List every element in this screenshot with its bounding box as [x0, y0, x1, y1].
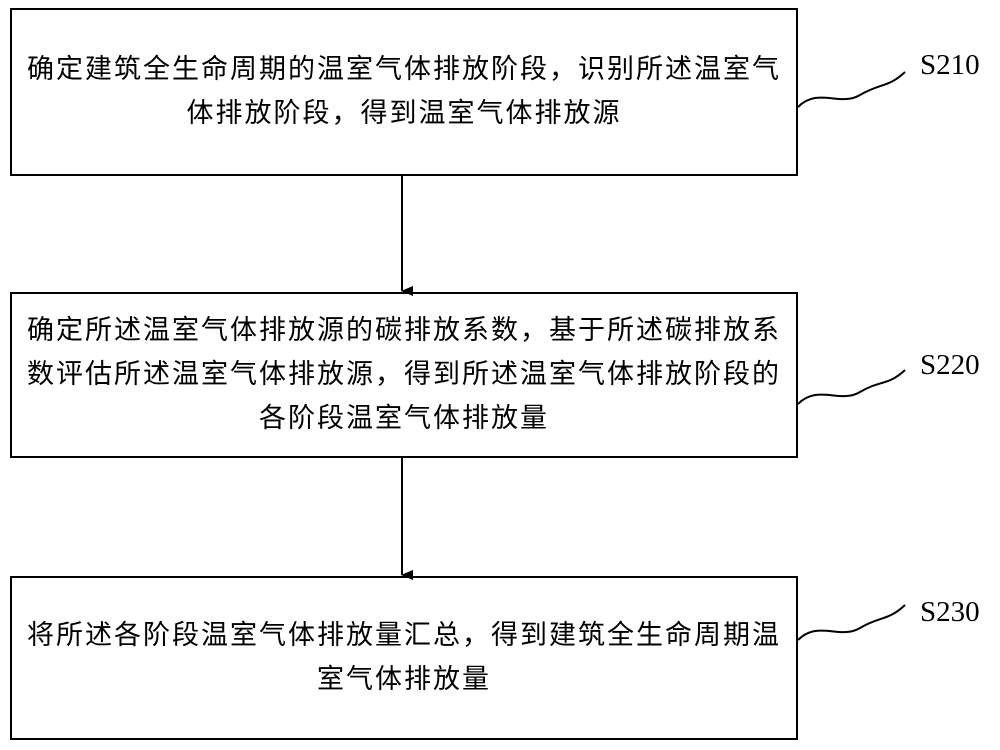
step-box-s220: 确定所述温室气体排放源的碳排放系数，基于所述碳排放系数评估所述温室气体排放源，得…	[10, 292, 798, 458]
step-box-s210: 确定建筑全生命周期的温室气体排放阶段，识别所述温室气体排放阶段，得到温室气体排放…	[10, 8, 798, 176]
step-text-s210: 确定建筑全生命周期的温室气体排放阶段，识别所述温室气体排放阶段，得到温室气体排放…	[27, 54, 781, 129]
leader-line-s230	[797, 604, 906, 641]
step-label-s210: S210	[920, 49, 980, 81]
leader-line-s210	[797, 71, 906, 108]
step-box-s230: 将所述各阶段温室气体排放量汇总，得到建筑全生命周期温室气体排放量	[10, 576, 798, 740]
step-text-s220: 确定所述温室气体排放源的碳排放系数，基于所述碳排放系数评估所述温室气体排放源，得…	[27, 315, 781, 434]
step-label-s230: S230	[920, 596, 980, 628]
leader-line-s220	[797, 369, 906, 405]
step-text-s230: 将所述各阶段温室气体排放量汇总，得到建筑全生命周期温室气体排放量	[27, 620, 781, 695]
step-label-s220: S220	[920, 349, 980, 381]
